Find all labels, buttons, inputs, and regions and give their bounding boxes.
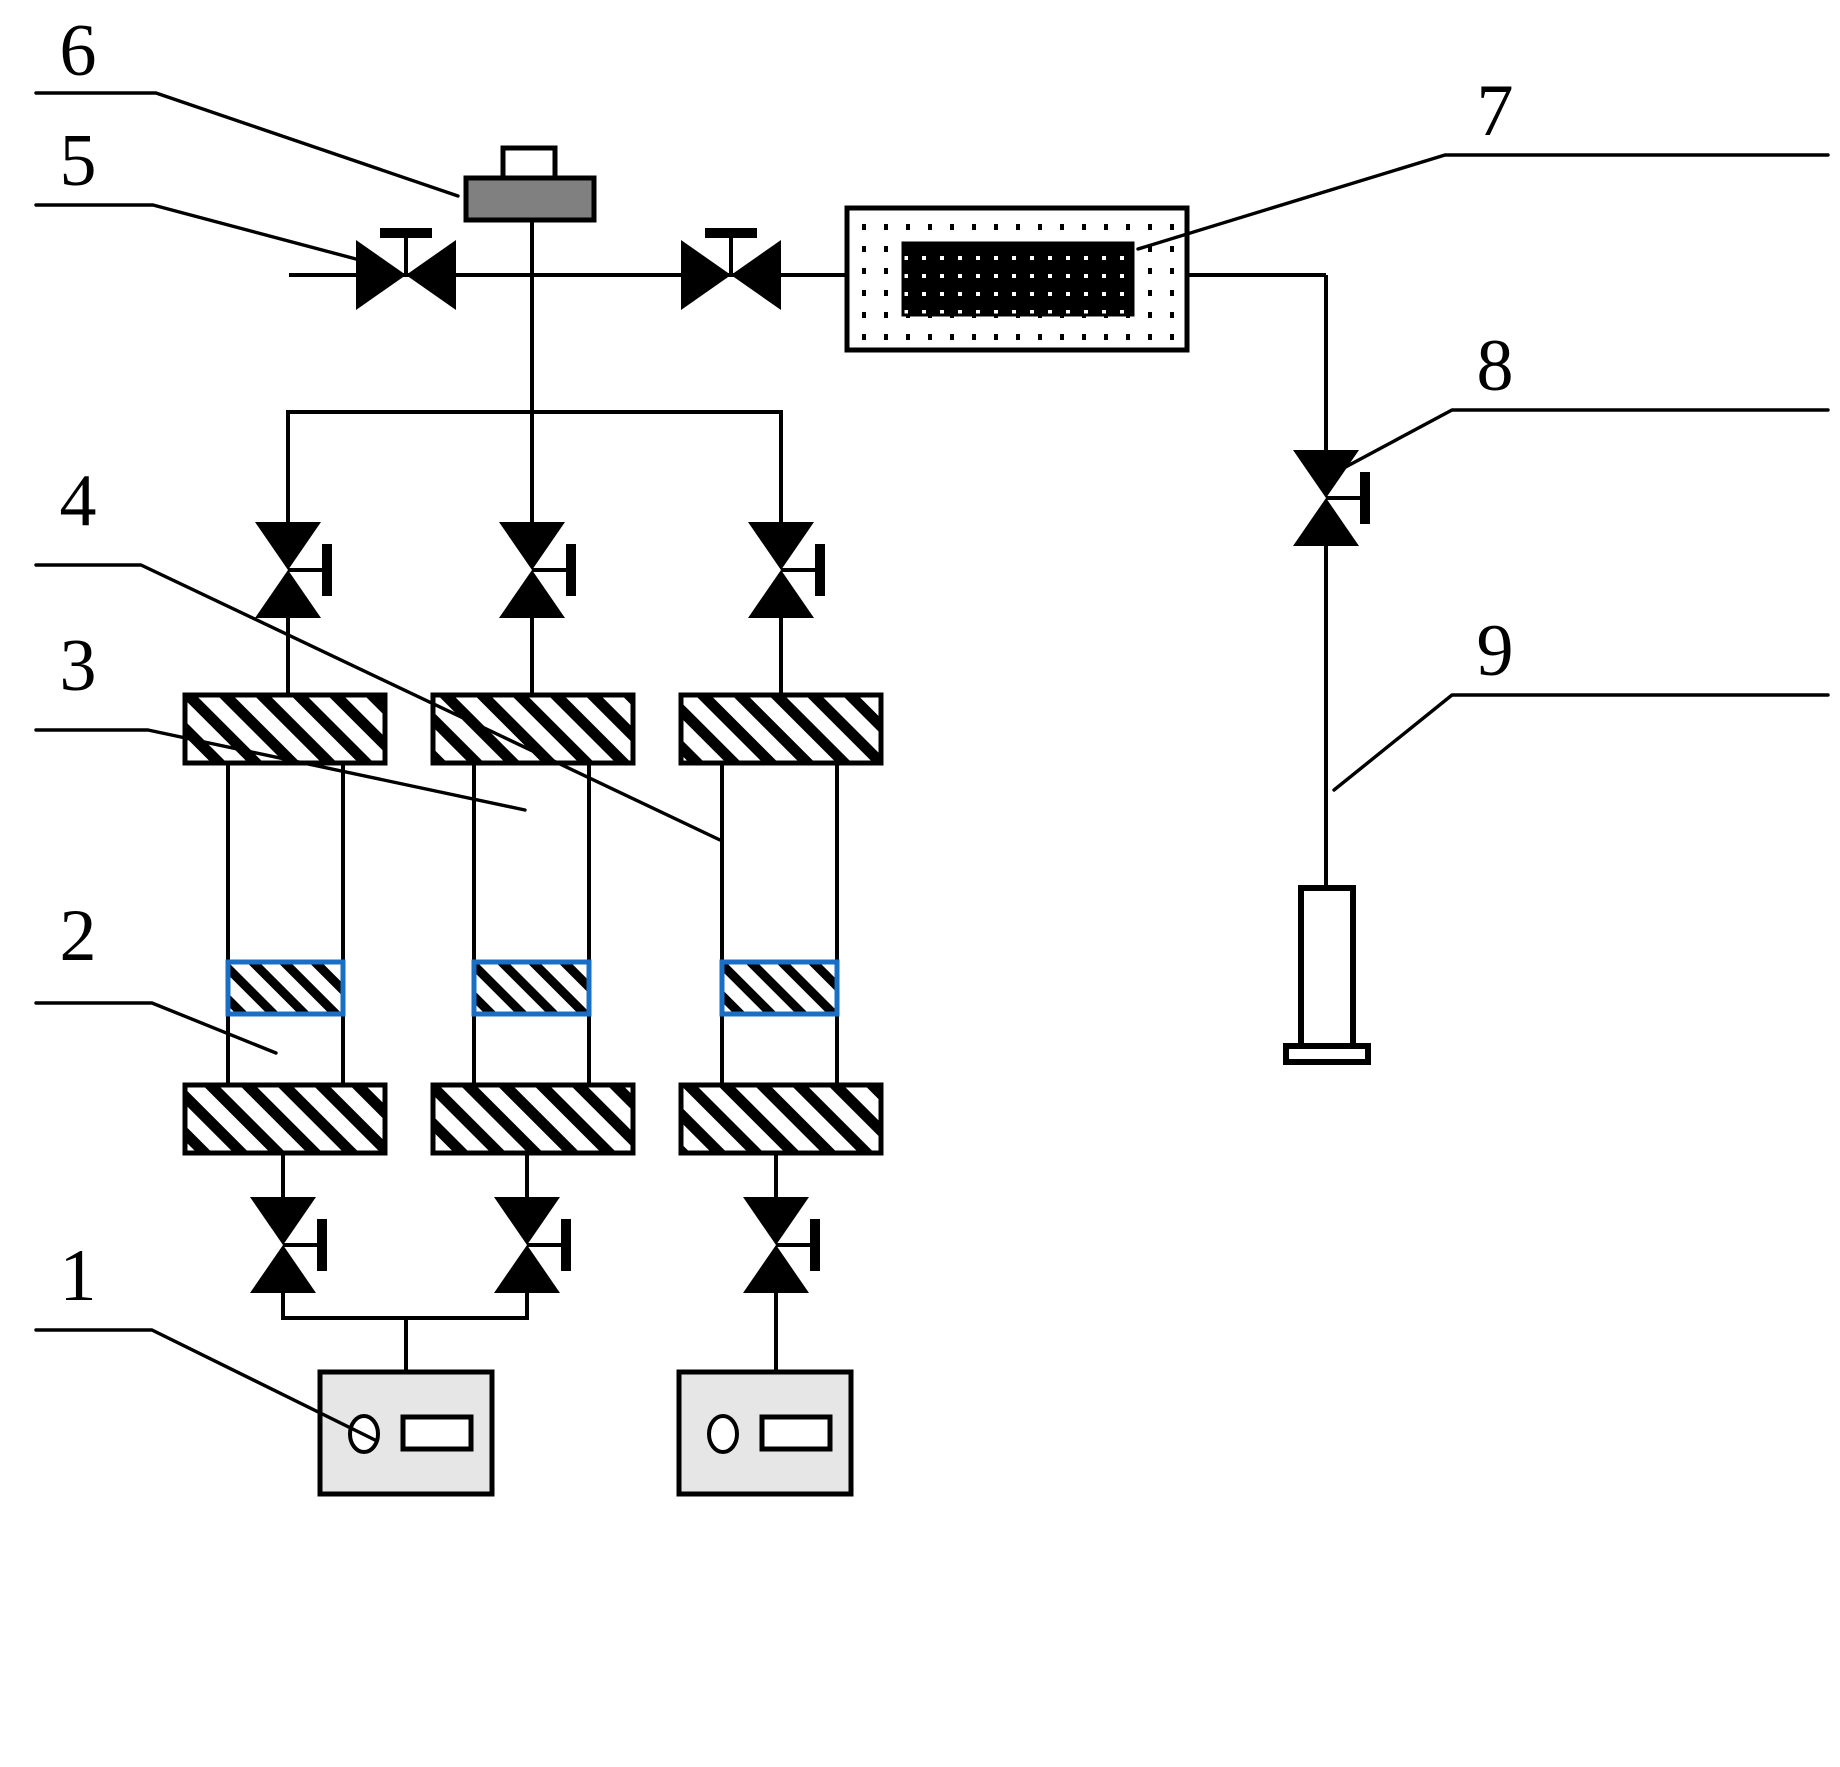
valve-triangle-top — [494, 1197, 560, 1245]
cylinder-body — [1298, 885, 1356, 1049]
furnace-reactor[interactable] — [844, 205, 1190, 353]
inlet-valve[interactable] — [356, 228, 456, 310]
data-logger-2[interactable] — [676, 1369, 854, 1497]
column-top-valve-2[interactable] — [499, 522, 576, 618]
test-column-1[interactable] — [182, 692, 388, 1156]
furnace-reactor-bed — [901, 241, 1135, 317]
callout-7-label: 7 — [1477, 70, 1514, 152]
logger-display — [400, 1414, 474, 1452]
valve-handwheel — [380, 228, 432, 238]
valve-handwheel — [815, 544, 825, 596]
valve-triangle-left — [356, 240, 406, 310]
column-bottom-valve-3[interactable] — [743, 1197, 820, 1293]
valve-handwheel — [810, 1219, 820, 1271]
column-cap-bottom — [182, 1082, 388, 1156]
valve-handwheel — [317, 1219, 327, 1271]
valve-triangle-left — [681, 240, 731, 310]
pump-body — [463, 175, 597, 223]
measuring-cylinder[interactable] — [1283, 885, 1371, 1065]
callout-leaders — [34, 91, 1830, 1442]
valve-triangle-top — [743, 1197, 809, 1245]
test-column-3[interactable] — [678, 692, 884, 1156]
valve-handwheel — [561, 1219, 571, 1271]
valve-triangle-bottom — [499, 570, 565, 618]
valve-triangle-top — [748, 522, 814, 570]
valve-triangle-right — [731, 240, 781, 310]
callout-9-label: 9 — [1477, 610, 1514, 692]
valve-triangle-bottom — [255, 570, 321, 618]
column-bottom-valve-1[interactable] — [250, 1197, 327, 1293]
column-top-valve-1[interactable] — [255, 522, 332, 618]
valve-handwheel — [322, 544, 332, 596]
data-logger-1[interactable] — [317, 1369, 495, 1497]
callout-5-leader — [34, 203, 358, 261]
callout-1-leader — [34, 1328, 377, 1442]
valve-triangle-bottom — [748, 570, 814, 618]
callout-3-label: 3 — [60, 625, 97, 707]
test-column-2[interactable] — [430, 692, 636, 1156]
callout-8-label: 8 — [1477, 325, 1514, 407]
column-cap-top — [430, 692, 636, 766]
callout-5-label: 5 — [60, 120, 97, 202]
valve-triangle-right — [406, 240, 456, 310]
logger-display — [759, 1414, 833, 1452]
callout-9-leader — [1332, 693, 1830, 792]
column-bottom-valve-2[interactable] — [494, 1197, 571, 1293]
column-cap-bottom — [430, 1082, 636, 1156]
valve-triangle-bottom — [494, 1245, 560, 1293]
column-cap-top — [678, 692, 884, 766]
pump[interactable] — [463, 145, 597, 223]
callout-2-label: 2 — [60, 895, 97, 977]
valve-triangle-top — [1293, 450, 1359, 498]
column-top-valve-3[interactable] — [748, 522, 825, 618]
callout-8-leader — [1338, 408, 1830, 472]
soil-sample-section — [719, 959, 840, 1017]
drain-valve[interactable] — [1293, 450, 1370, 546]
valve-triangle-top — [499, 522, 565, 570]
feed-valve[interactable] — [681, 228, 781, 310]
callout-4-leader — [34, 563, 722, 842]
callout-3-leader — [34, 728, 527, 812]
valve-triangle-bottom — [1293, 498, 1359, 546]
soil-sample-section — [471, 959, 592, 1017]
valve-triangle-top — [255, 522, 321, 570]
valve-triangle-bottom — [250, 1245, 316, 1293]
valve-handwheel — [1360, 472, 1370, 524]
callout-4-label: 4 — [60, 460, 97, 542]
valve-triangle-bottom — [743, 1245, 809, 1293]
callout-labels: 1 2 3 4 5 6 7 8 9 — [60, 10, 1514, 1317]
valve-triangle-top — [250, 1197, 316, 1245]
callout-1-label: 1 — [60, 1235, 97, 1317]
soil-sample-section — [225, 959, 346, 1017]
valve-handwheel — [705, 228, 757, 238]
valve-handwheel — [566, 544, 576, 596]
callout-7-leader — [1136, 153, 1830, 251]
logger-knob-icon[interactable] — [707, 1414, 739, 1454]
pump-cap — [500, 145, 558, 181]
cylinder-base — [1283, 1043, 1371, 1065]
column-cap-bottom — [678, 1082, 884, 1156]
column-cap-top — [182, 692, 388, 766]
callout-6-leader — [34, 91, 460, 198]
callout-6-label: 6 — [60, 10, 97, 92]
callout-2-leader — [34, 1001, 278, 1055]
